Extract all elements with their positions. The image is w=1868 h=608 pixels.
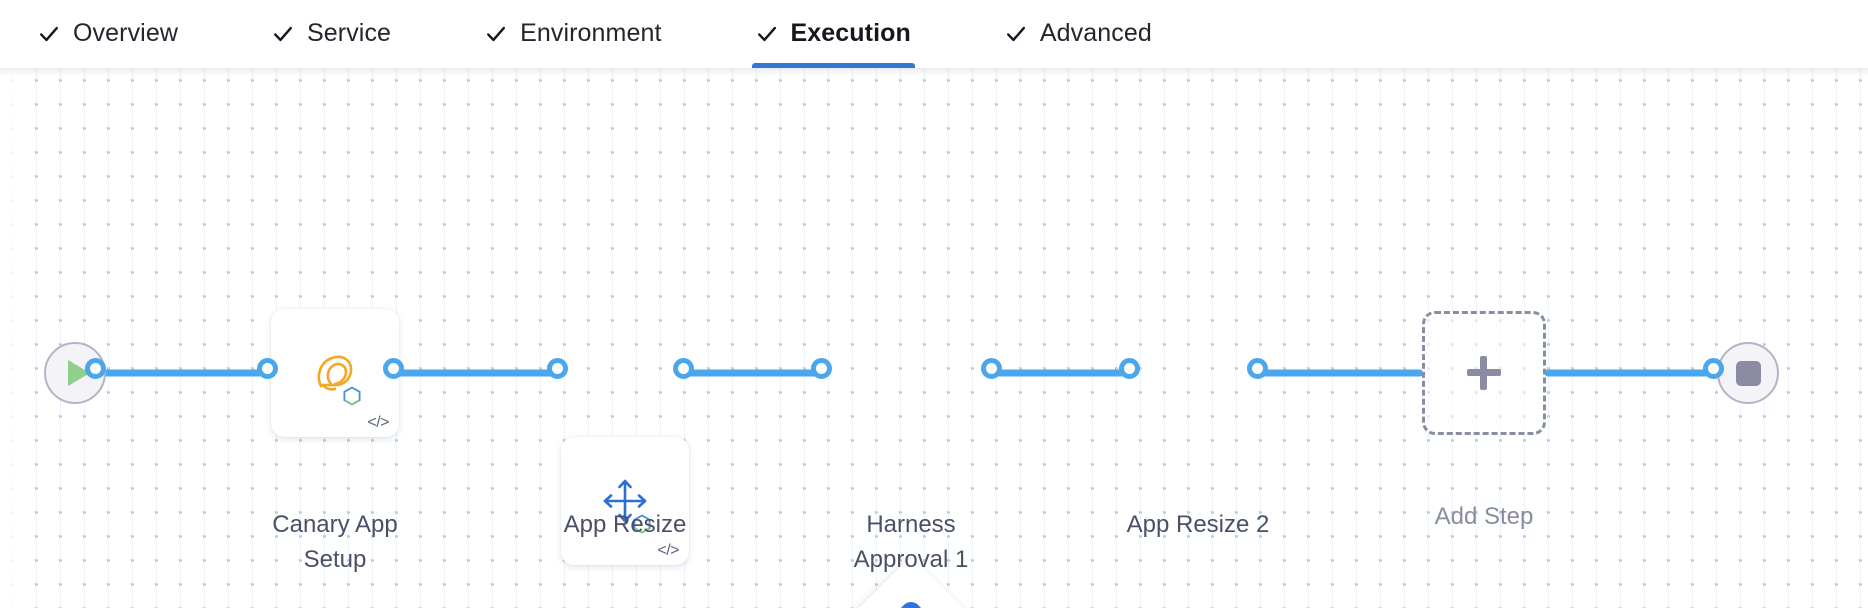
pipeline-end-node[interactable]	[1717, 342, 1779, 404]
plus-icon	[1467, 356, 1501, 390]
port-step-node-canary-app-setup-output[interactable]	[382, 357, 404, 379]
pipeline-stage-tabbar: Overview Service Environment Execution Advan…	[0, 0, 1868, 76]
tab-label: Advanced	[1039, 18, 1152, 47]
code-badge-icon: </>	[657, 542, 679, 559]
port-step-node-app-resize-input[interactable]	[546, 357, 568, 379]
check-icon	[485, 23, 507, 45]
port-end-input[interactable]	[1702, 357, 1724, 379]
service-badge-icon	[341, 385, 363, 407]
stop-icon	[1735, 360, 1761, 386]
tab-service[interactable]: Service	[268, 0, 417, 68]
tab-overview[interactable]: Overview	[34, 0, 204, 68]
tab-advanced[interactable]: Advanced	[1001, 0, 1178, 68]
port-step-node-app-resize-output[interactable]	[672, 357, 694, 379]
canary-bird-icon	[304, 342, 366, 404]
port-step-node-harness-approval-1-output[interactable]	[980, 357, 1002, 379]
step-node-canary-app-setup[interactable]: </>	[271, 309, 399, 437]
tab-label: Service	[307, 18, 392, 47]
pipeline-edges	[96, 369, 1722, 377]
harness-approval-icon	[883, 601, 939, 608]
node-label-step-node-app-resize-2: App Resize 2	[1126, 511, 1270, 538]
step-node-app-resize[interactable]: </>	[561, 437, 689, 565]
port-start-output[interactable]	[84, 357, 106, 379]
port-step-node-harness-approval-1-input[interactable]	[810, 357, 832, 379]
node-label-add-step: Add Step	[1434, 503, 1534, 530]
port-step-node-app-resize-2-input[interactable]	[1118, 357, 1140, 379]
port-step-node-app-resize-2-output[interactable]	[1246, 357, 1268, 379]
check-icon	[272, 23, 294, 45]
add-step-node[interactable]	[1422, 311, 1546, 435]
node-label-step-node-canary-app-setup: Canary App Setup	[272, 511, 398, 573]
resize-arrows-icon	[594, 470, 656, 532]
tab-label: Environment	[520, 18, 662, 47]
tab-execution[interactable]: Execution	[751, 0, 937, 68]
service-badge-icon	[631, 513, 653, 535]
play-icon	[67, 360, 90, 386]
tab-label: Execution	[790, 18, 911, 47]
tab-label: Overview	[73, 18, 178, 47]
port-step-node-canary-app-setup-input[interactable]	[256, 357, 278, 379]
check-icon	[1005, 23, 1027, 45]
code-badge-icon: </>	[367, 414, 389, 431]
check-icon	[38, 23, 60, 45]
step-node-harness-approval-1[interactable]	[837, 555, 985, 608]
check-icon	[756, 23, 778, 45]
tab-environment[interactable]: Environment	[481, 0, 687, 68]
